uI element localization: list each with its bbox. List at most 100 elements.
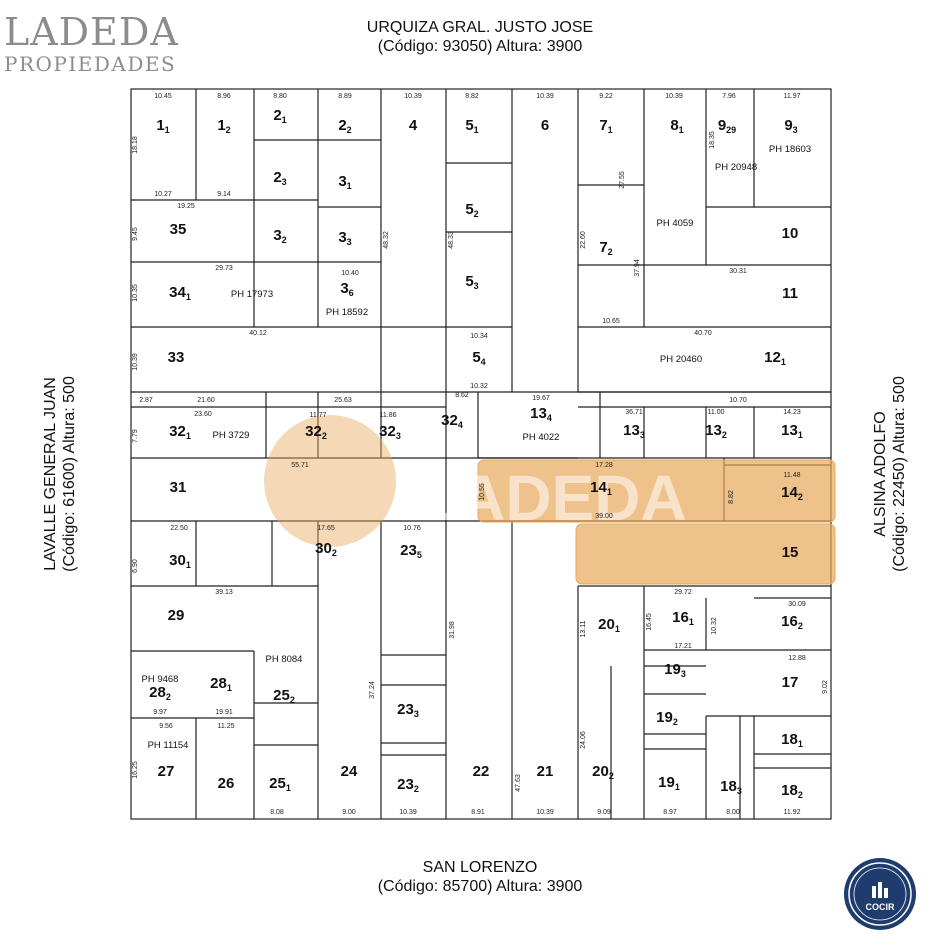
- lot-label: 22: [338, 117, 351, 135]
- dimension-label: 10.39: [665, 93, 683, 100]
- lot-label: 192: [656, 709, 678, 727]
- dimension-label: 10.32: [711, 617, 718, 635]
- lot-label: 33: [168, 349, 185, 366]
- dimension-label: 12.88: [788, 655, 806, 662]
- lot-label: 191: [658, 774, 680, 792]
- watermark-text: LADEDA: [420, 462, 687, 534]
- dimension-label: 30.31: [729, 268, 747, 275]
- dimension-label: 18.18: [132, 136, 139, 154]
- ph-label: PH 18603: [769, 144, 811, 155]
- dimension-label: 21.60: [197, 397, 215, 404]
- lot-label: 132: [705, 422, 727, 440]
- ph-label: PH 9468: [142, 674, 179, 685]
- ph-label: PH 4022: [523, 432, 560, 443]
- dimension-label: 8.82: [465, 93, 479, 100]
- dimension-label: 23.60: [194, 411, 212, 418]
- lot-label: 17: [782, 674, 799, 691]
- highlighted-parcels: [477, 459, 836, 585]
- lot-label: 181: [781, 731, 803, 749]
- parcel-boundaries: [130, 88, 832, 820]
- lot-label: 134: [530, 405, 552, 423]
- street-info: (Código: 85700) Altura: 3900: [377, 878, 583, 895]
- dimension-label: 18.35: [709, 131, 716, 149]
- dimension-label: 39.00: [595, 513, 613, 520]
- dimension-label: 10.70: [729, 397, 747, 404]
- dimension-label: 10.39: [536, 93, 554, 100]
- lot-label: 71: [599, 117, 612, 135]
- dimension-label: 25.63: [334, 397, 352, 404]
- dimension-label: 17.21: [674, 643, 692, 650]
- dimension-label: 19.91: [215, 709, 233, 716]
- dimension-label: 11.25: [218, 723, 235, 730]
- street-info: (Código: 93050) Altura: 3900: [377, 38, 583, 55]
- dimension-label: 9.14: [217, 191, 231, 198]
- lot-label: 6: [541, 117, 549, 134]
- lot-label: 324: [441, 412, 463, 430]
- lot-label: 23: [273, 169, 286, 187]
- dimension-label: 19.67: [532, 395, 550, 402]
- street-label-top: URQUIZA GRAL. JUSTO JOSE (Código: 93050)…: [330, 18, 630, 56]
- lot-label: 142: [781, 484, 803, 502]
- ph-label: PH 3729: [213, 430, 250, 441]
- lot-label: 35: [170, 221, 187, 238]
- ph-label: PH 17973: [231, 289, 273, 300]
- lot-label: 133: [623, 422, 645, 440]
- dimension-label: 11.00: [708, 409, 725, 416]
- dimension-label: 55.71: [291, 462, 309, 469]
- dimension-label: 8.91: [471, 809, 485, 816]
- dimension-label: 24.06: [580, 731, 587, 749]
- dimension-label: 8.96: [217, 93, 231, 100]
- lot-label: 10: [782, 225, 799, 242]
- dimension-label: 9.45: [132, 227, 139, 241]
- dimension-label: 10.40: [341, 270, 359, 277]
- dimension-label: 14.23: [783, 409, 801, 416]
- dimension-label: 10.27: [154, 191, 172, 198]
- lot-label: 141: [590, 479, 612, 497]
- lot-label: 27: [158, 763, 175, 780]
- lot-label: 36: [340, 280, 353, 298]
- dimension-label: 48.32: [383, 231, 390, 249]
- dimension-label: 10.39: [536, 809, 554, 816]
- dimension-label: 47.63: [515, 774, 522, 792]
- lot-label: 321: [169, 423, 191, 441]
- lot-label: 93: [784, 117, 797, 135]
- lot-label: 282: [149, 684, 171, 702]
- dimension-label: 39.13: [215, 589, 233, 596]
- dimension-label: 37.24: [369, 681, 376, 699]
- lot-label: 252: [273, 687, 295, 705]
- dimension-label: 22.60: [580, 231, 587, 249]
- dimension-label: 7.96: [722, 93, 736, 100]
- dimension-label: 8.89: [338, 93, 352, 100]
- dimension-label: 10.39: [404, 93, 422, 100]
- lot-label: 121: [764, 349, 786, 367]
- dimension-label: 8.82: [728, 490, 735, 504]
- lot-label: 24: [341, 763, 358, 780]
- street-label-bottom: SAN LORENZO (Código: 85700) Altura: 3900: [330, 858, 630, 896]
- dimension-label: 6.90: [132, 559, 139, 573]
- dimension-label: 8.97: [663, 809, 677, 816]
- brand-logo-name: LADEDA: [4, 10, 179, 54]
- lot-label: 202: [592, 763, 614, 781]
- lot-label: 53: [465, 273, 478, 291]
- dimension-label: 8.08: [270, 809, 284, 816]
- lot-label: 11: [782, 285, 798, 302]
- lot-label: 301: [169, 552, 191, 570]
- lot-label: 31: [170, 479, 187, 496]
- dimension-label: 10.65: [602, 318, 620, 325]
- dimension-label: 11.97: [784, 93, 801, 100]
- lot-label: 52: [465, 201, 478, 219]
- dimension-label: 9.22: [599, 93, 613, 100]
- lot-label: 51: [465, 117, 478, 135]
- dimension-label: 10.76: [403, 525, 421, 532]
- lot-label: 322: [305, 423, 327, 441]
- dimension-label: 27.55: [619, 171, 626, 189]
- lot-label: 11: [156, 117, 169, 135]
- lot-label: 32: [273, 227, 286, 245]
- lot-label: 21: [537, 763, 554, 780]
- dimension-label: 9.97: [153, 709, 167, 716]
- lot-label: 29: [168, 607, 185, 624]
- dimension-label: 7.79: [132, 429, 139, 443]
- dimension-label: 10.55: [479, 483, 486, 501]
- dimension-label: 31.98: [449, 621, 456, 639]
